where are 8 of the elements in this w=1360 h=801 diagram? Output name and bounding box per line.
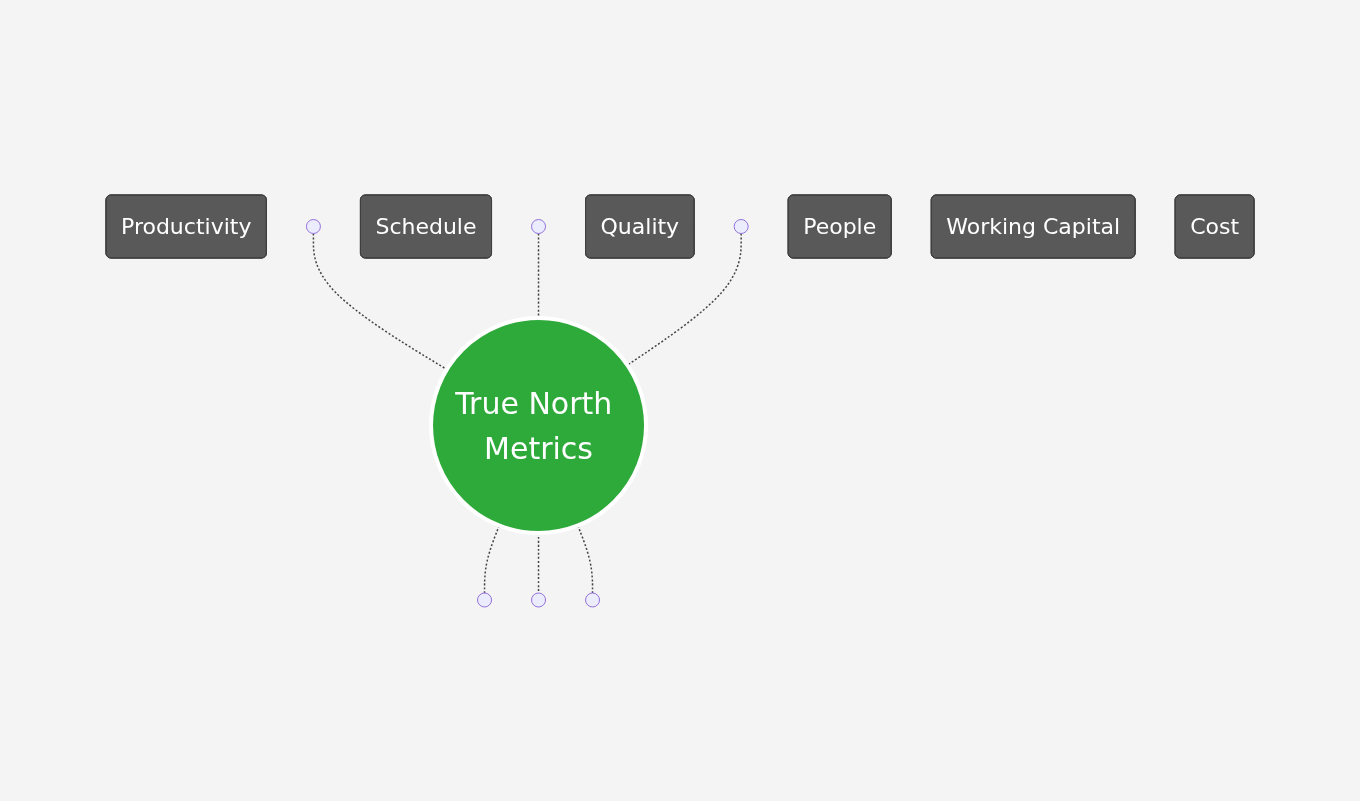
node-circle: [531, 592, 546, 607]
node-circle: [305, 218, 321, 234]
node-circle: [531, 218, 546, 234]
node-circle: [477, 592, 492, 607]
node-circle: True North Metrics: [429, 315, 648, 535]
node-circle: [585, 592, 600, 607]
connector: [626, 232, 742, 366]
node-circle: [733, 218, 749, 234]
